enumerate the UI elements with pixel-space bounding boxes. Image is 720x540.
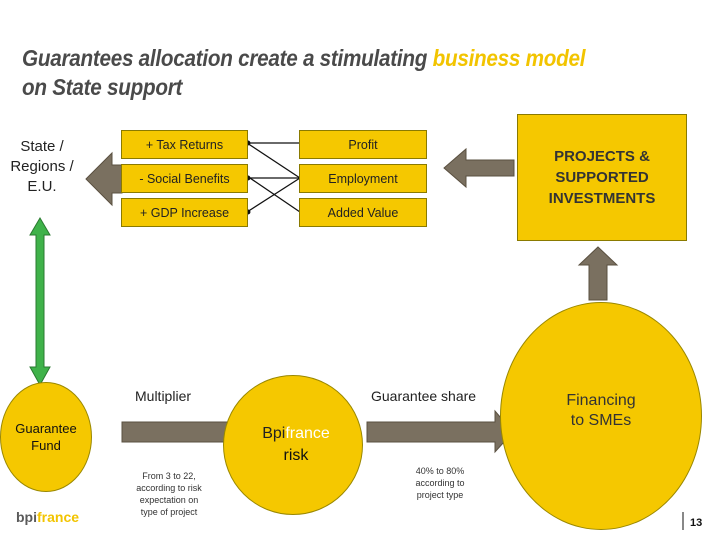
green-double-arrow xyxy=(29,217,51,387)
arrow-from-projects xyxy=(443,147,515,189)
guarantee-fund-circle: Guarantee Fund xyxy=(0,382,92,492)
benefit-gdp-increase: + GDP Increase xyxy=(121,198,248,227)
arrow-to-state xyxy=(85,151,123,207)
page-number: 13 xyxy=(690,517,703,529)
guarantee-share-label: Guarantee share xyxy=(371,388,477,404)
benefit-social-benefits: - Social Benefits xyxy=(121,164,248,193)
arrow-up-to-projects xyxy=(577,246,619,301)
arrow-risk-to-financing xyxy=(366,409,514,454)
projects-supported-investments-box: PROJECTS & SUPPORTED INVESTMENTS xyxy=(517,114,687,241)
multiplier-label: Multiplier xyxy=(135,388,192,404)
benefit-tax-returns: + Tax Returns xyxy=(121,130,248,159)
state-regions-eu-label: State / Regions / E.U. xyxy=(10,138,74,195)
bpifrance-logo: bpifrance xyxy=(16,509,80,525)
result-added-value: Added Value xyxy=(299,198,427,227)
result-employment: Employment xyxy=(299,164,427,193)
result-profit: Profit xyxy=(299,130,427,159)
bpifrance-risk-circle: Bpifrance risk xyxy=(223,375,363,515)
page-title: Guarantees allocation create a stimulati… xyxy=(22,45,586,100)
guarantee-share-note: 40% to 80% according to project type xyxy=(415,466,465,500)
financing-to-smes-circle: Financing to SMEs xyxy=(500,302,702,530)
multiplier-note: From 3 to 22, according to risk expectat… xyxy=(136,471,202,517)
